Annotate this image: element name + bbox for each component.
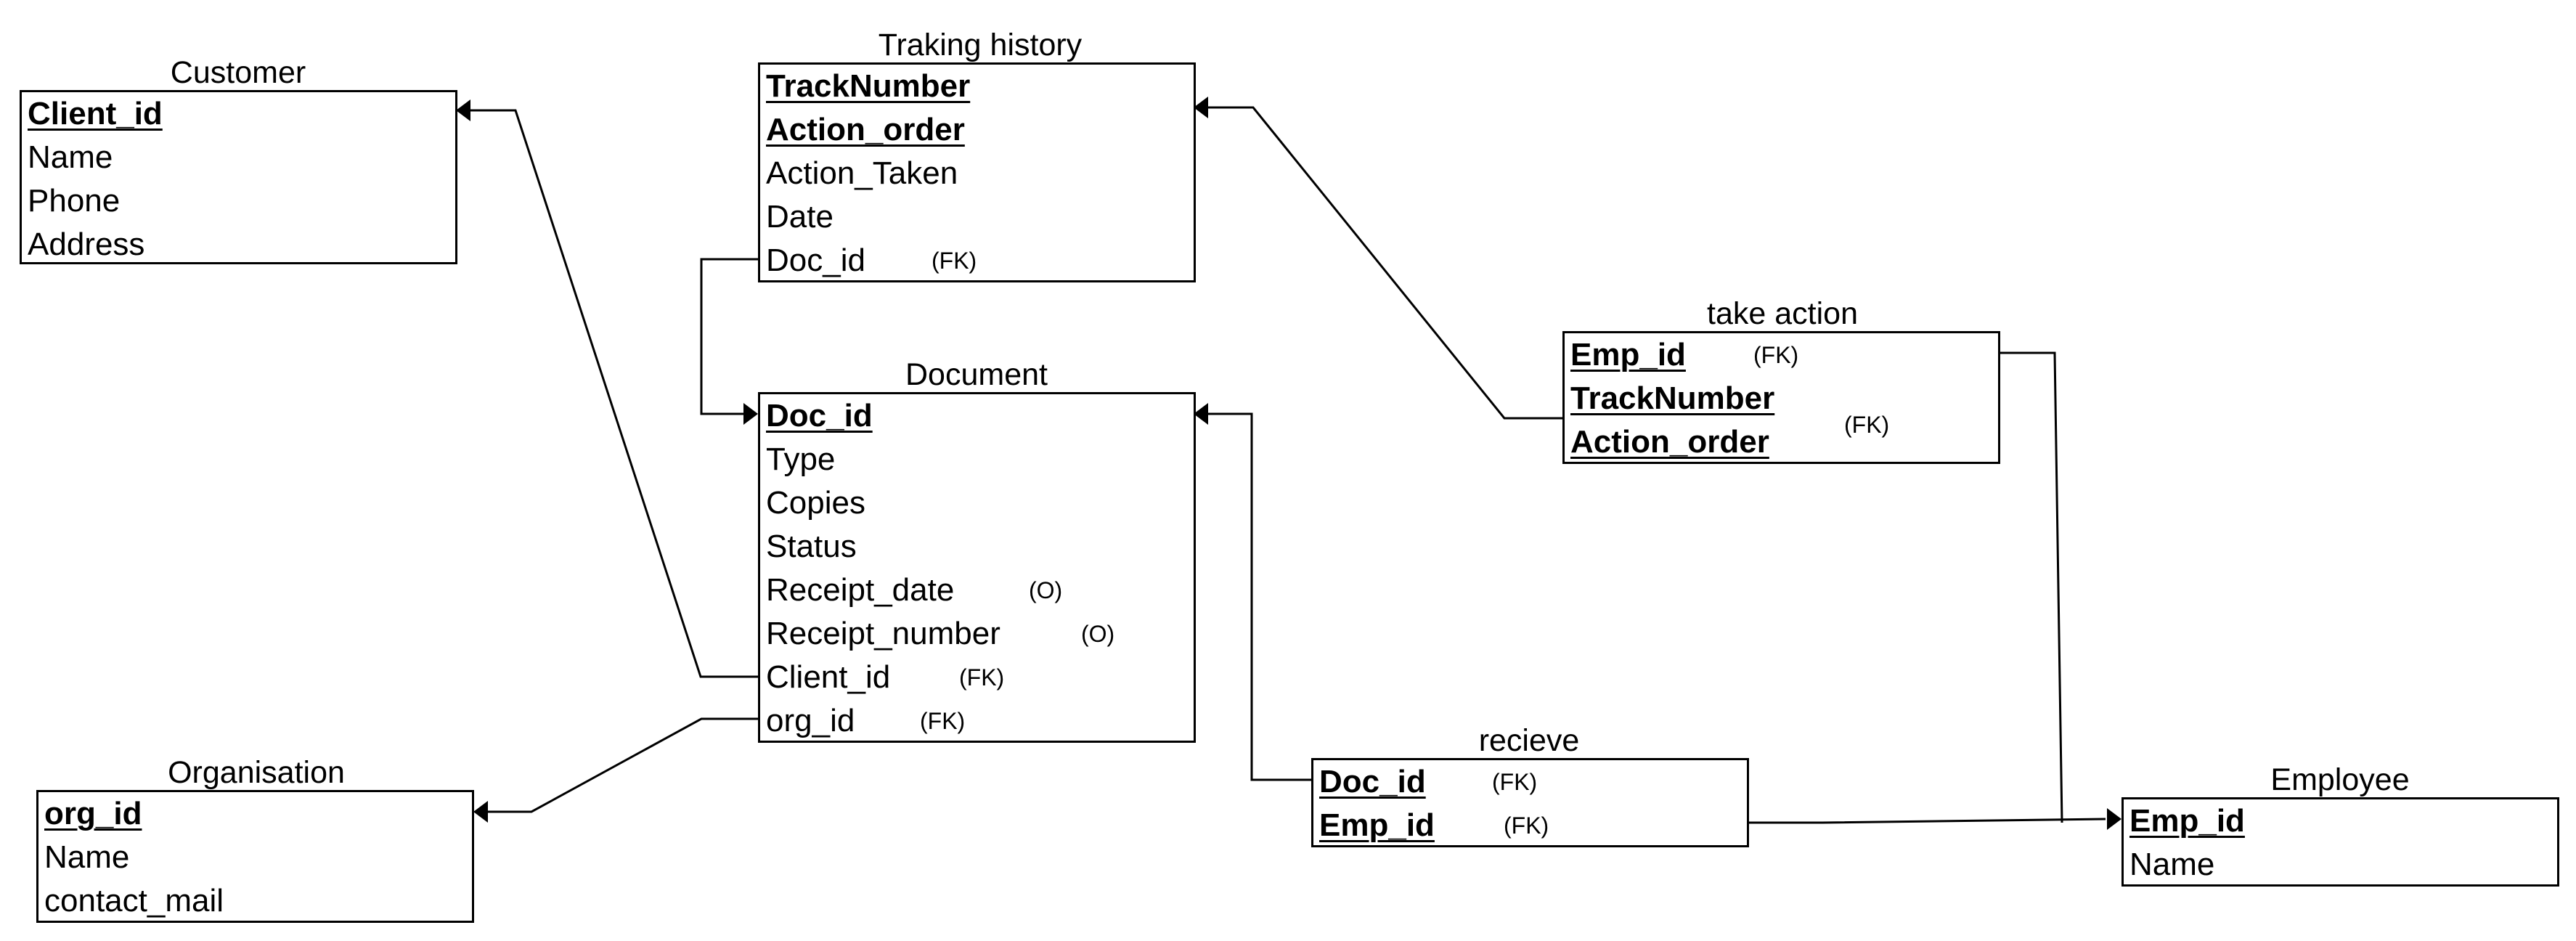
recieve-title: recieve bbox=[1478, 723, 1580, 758]
organisation-attr-name: Name bbox=[44, 839, 130, 875]
organisation-attr-contact-mail: contact_mail bbox=[44, 883, 224, 918]
arrowhead-customer bbox=[456, 99, 470, 121]
customer-title: Customer bbox=[170, 55, 306, 90]
tracking-doc-id-fk-note: (FK) bbox=[932, 248, 977, 274]
document-attr-doc-id: Doc_id bbox=[766, 398, 873, 433]
line-recieve-employee bbox=[1747, 818, 2106, 824]
take-action-group-fk-note: (FK) bbox=[1844, 412, 1890, 438]
recieve-doc-id-fk-note: (FK) bbox=[1492, 769, 1538, 795]
recieve-emp-id-fk-note: (FK) bbox=[1504, 812, 1549, 839]
document-receipt-date-note: (O) bbox=[1029, 577, 1063, 603]
customer-attr-phone: Phone bbox=[28, 183, 121, 219]
organisation-title: Organisation bbox=[168, 755, 345, 790]
line-takeaction-employee bbox=[2000, 351, 2063, 823]
entity-recieve: Doc_id(FK) Emp_id(FK) bbox=[1311, 758, 1749, 847]
recieve-attr-emp-id: Emp_id(FK) bbox=[1319, 804, 1747, 847]
tracking-attr-doc-id: Doc_id(FK) bbox=[766, 239, 1194, 282]
arrowhead-employee bbox=[2107, 808, 2121, 830]
document-attr-copies: Copies bbox=[766, 485, 865, 521]
entity-employee: Emp_id Name bbox=[2121, 797, 2559, 887]
document-receipt-number-note: (O) bbox=[1081, 621, 1115, 647]
document-attr-status: Status bbox=[766, 529, 857, 564]
line-document-customer bbox=[470, 109, 758, 678]
take-action-attr-action-order: Action_order bbox=[1570, 424, 1769, 460]
tracking-attr-action-order: Action_order bbox=[766, 112, 965, 147]
tracking-history-title: Traking history bbox=[878, 28, 1083, 62]
entity-take-action: Emp_id(FK) TrackNumber Action_order (FK) bbox=[1562, 331, 2000, 464]
take-action-attr-emp-id: Emp_id(FK) bbox=[1570, 333, 1998, 377]
take-action-title: take action bbox=[1707, 296, 1858, 331]
document-client-id-fk-note: (FK) bbox=[959, 664, 1005, 691]
customer-attr-address: Address bbox=[28, 227, 145, 262]
employee-title: Employee bbox=[2270, 762, 2410, 797]
tracking-attr-tracknumber: TrackNumber bbox=[766, 68, 971, 104]
entity-tracking-history: TrackNumber Action_order Action_Taken Da… bbox=[758, 62, 1196, 282]
employee-attr-emp-id: Emp_id bbox=[2129, 803, 2245, 839]
take-action-emp-id-fk-note: (FK) bbox=[1753, 342, 1799, 368]
document-org-id-fk-note: (FK) bbox=[920, 708, 966, 734]
document-attr-org-id: org_id(FK) bbox=[766, 699, 1194, 743]
line-document-organisation bbox=[488, 717, 758, 813]
document-title: Document bbox=[905, 357, 1048, 392]
line-recieve-document bbox=[1208, 412, 1311, 781]
employee-attr-name: Name bbox=[2129, 847, 2215, 882]
arrowhead-document-top bbox=[743, 403, 758, 425]
entity-customer: Client_id Name Phone Address bbox=[20, 90, 457, 264]
entity-organisation: org_id Name contact_mail bbox=[36, 790, 474, 923]
document-attr-client-id: Client_id(FK) bbox=[766, 656, 1194, 699]
tracking-attr-date: Date bbox=[766, 199, 833, 235]
organisation-attr-org-id: org_id bbox=[44, 796, 142, 831]
customer-attr-name: Name bbox=[28, 139, 113, 175]
customer-attr-client-id: Client_id bbox=[28, 96, 163, 131]
line-tracking-document bbox=[700, 258, 758, 415]
entity-document: Doc_id Type Copies Status Receipt_date(O… bbox=[758, 392, 1196, 743]
arrowhead-organisation bbox=[473, 801, 488, 823]
tracking-attr-action-taken: Action_Taken bbox=[766, 155, 958, 191]
recieve-attr-doc-id: Doc_id(FK) bbox=[1319, 760, 1747, 804]
arrowhead-tracking bbox=[1194, 97, 1208, 118]
document-attr-receipt-date: Receipt_date(O) bbox=[766, 569, 1194, 612]
document-attr-receipt-number: Receipt_number(O) bbox=[766, 612, 1194, 656]
arrowhead-document-right bbox=[1194, 403, 1208, 425]
take-action-attr-tracknumber: TrackNumber bbox=[1570, 380, 1775, 416]
document-attr-type: Type bbox=[766, 441, 836, 477]
line-takeaction-tracking bbox=[1208, 106, 1562, 420]
